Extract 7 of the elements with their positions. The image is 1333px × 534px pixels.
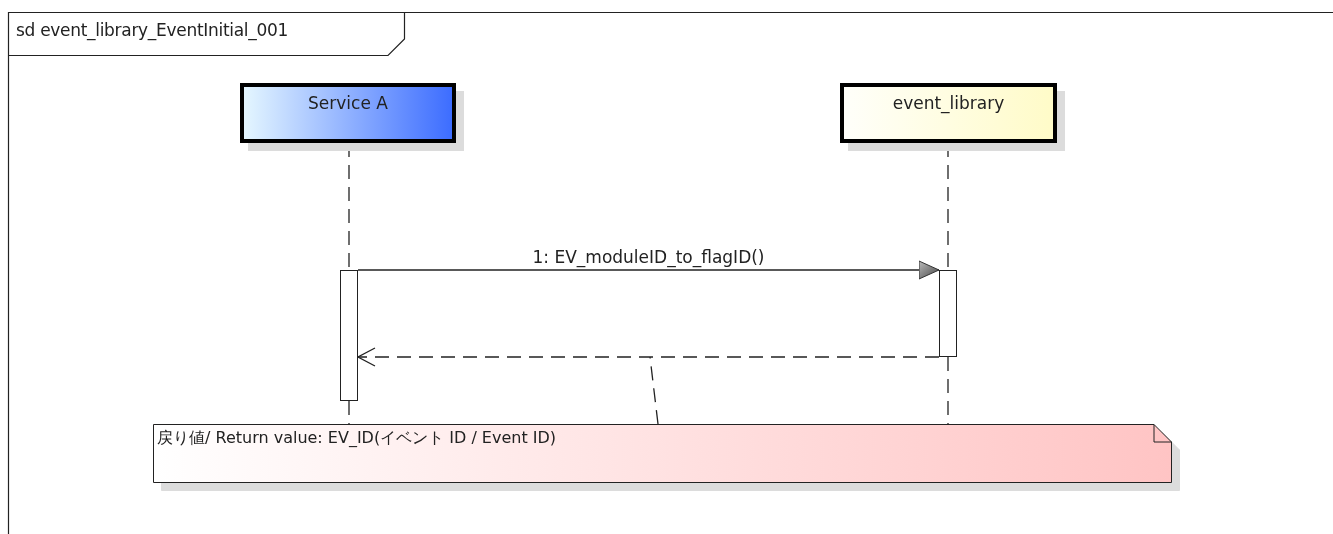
frame-title: sd event_library_EventInitial_001 — [16, 20, 288, 40]
message-arrow — [357, 260, 940, 280]
note: 戻り値/ Return value: EV_ID(イベント ID / Event ID) — [153, 424, 1172, 483]
activation-bar — [340, 270, 358, 401]
note-connector — [649, 356, 659, 425]
activation-bar — [939, 270, 957, 357]
return-arrow — [357, 347, 940, 367]
